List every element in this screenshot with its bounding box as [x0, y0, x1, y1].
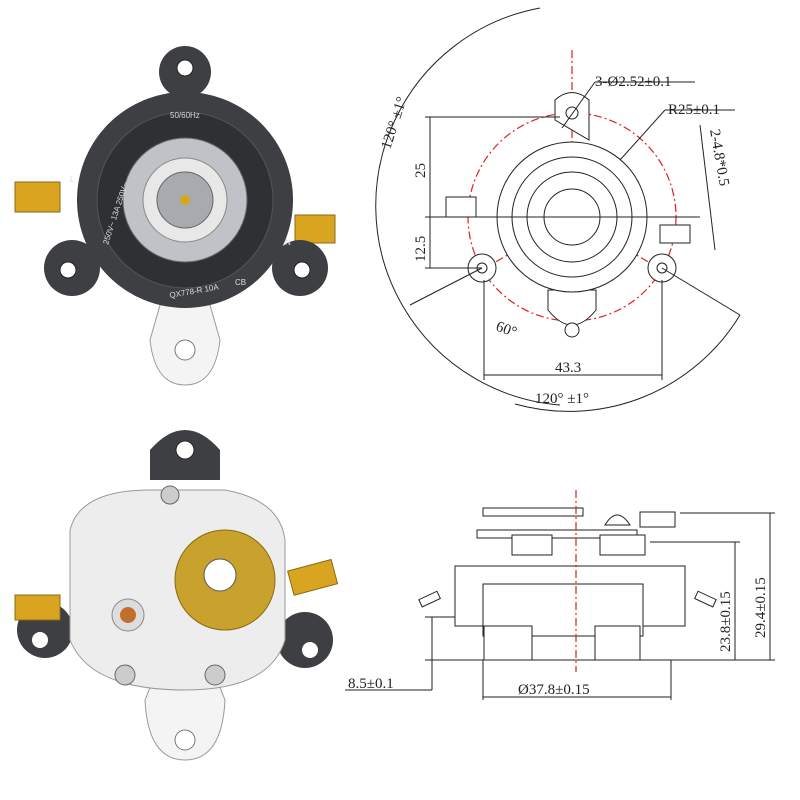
cert-label: CB	[235, 278, 246, 287]
terminal-n-label: N	[285, 238, 291, 247]
center-contact	[180, 195, 190, 205]
mount-hole	[175, 440, 195, 460]
terminal-callout: 2-4.8*0.5	[706, 128, 732, 187]
mount-hole	[59, 261, 77, 279]
mount-hole	[302, 642, 318, 658]
mount-hole	[32, 632, 48, 648]
side-view-drawing: 8.5±0.1 Ø37.8±0.15 23.8±0.15 29.4±0.15	[345, 490, 775, 700]
radius-callout: R25±0.1	[668, 102, 720, 118]
mount-hole	[174, 729, 196, 751]
screw-icon	[114, 664, 136, 686]
mount-hole	[176, 59, 194, 77]
terminal-l	[14, 181, 61, 213]
bottom-mount-tab	[144, 674, 226, 761]
screw-icon	[204, 664, 226, 686]
product-back-view	[14, 430, 339, 761]
angle-arc-bottom	[514, 314, 741, 412]
dim-base-height: 8.5±0.1	[348, 676, 394, 692]
screw-icon	[160, 485, 180, 505]
terminal-n	[287, 558, 339, 596]
terminal-n	[294, 214, 336, 244]
product-front-view: 50/60Hz 250V~ 13A 250V~ QX778-R 10A CB L…	[14, 46, 336, 386]
hole-callout: 3-Ø2.52±0.1	[595, 74, 672, 90]
terminal-l	[14, 594, 61, 621]
dim-diameter: Ø37.8±0.15	[518, 682, 590, 698]
disc-rivet	[203, 558, 237, 592]
top-view-drawing: 3-Ø2.52±0.1 R25±0.1 2-4.8*0.5 25 12.5 43…	[375, 7, 741, 412]
terminal-l-label: L	[70, 175, 75, 184]
angle-120-bottom: 120° ±1°	[535, 391, 589, 407]
freq-label: 50/60Hz	[170, 111, 200, 120]
mount-hole	[293, 261, 311, 279]
dim-43-3: 43.3	[555, 360, 581, 376]
dim-height-body: 23.8±0.15	[718, 591, 734, 652]
mount-lug-right	[277, 612, 333, 668]
angle-120-left: 120° ±1°	[379, 95, 411, 151]
dim-12-5: 12.5	[413, 236, 429, 262]
angle-arc-left	[375, 119, 561, 406]
angle-60: 60°	[494, 319, 519, 341]
dim-25: 25	[413, 163, 429, 178]
dim-height-total: 29.4±0.15	[753, 577, 769, 638]
mount-hole	[174, 339, 196, 361]
